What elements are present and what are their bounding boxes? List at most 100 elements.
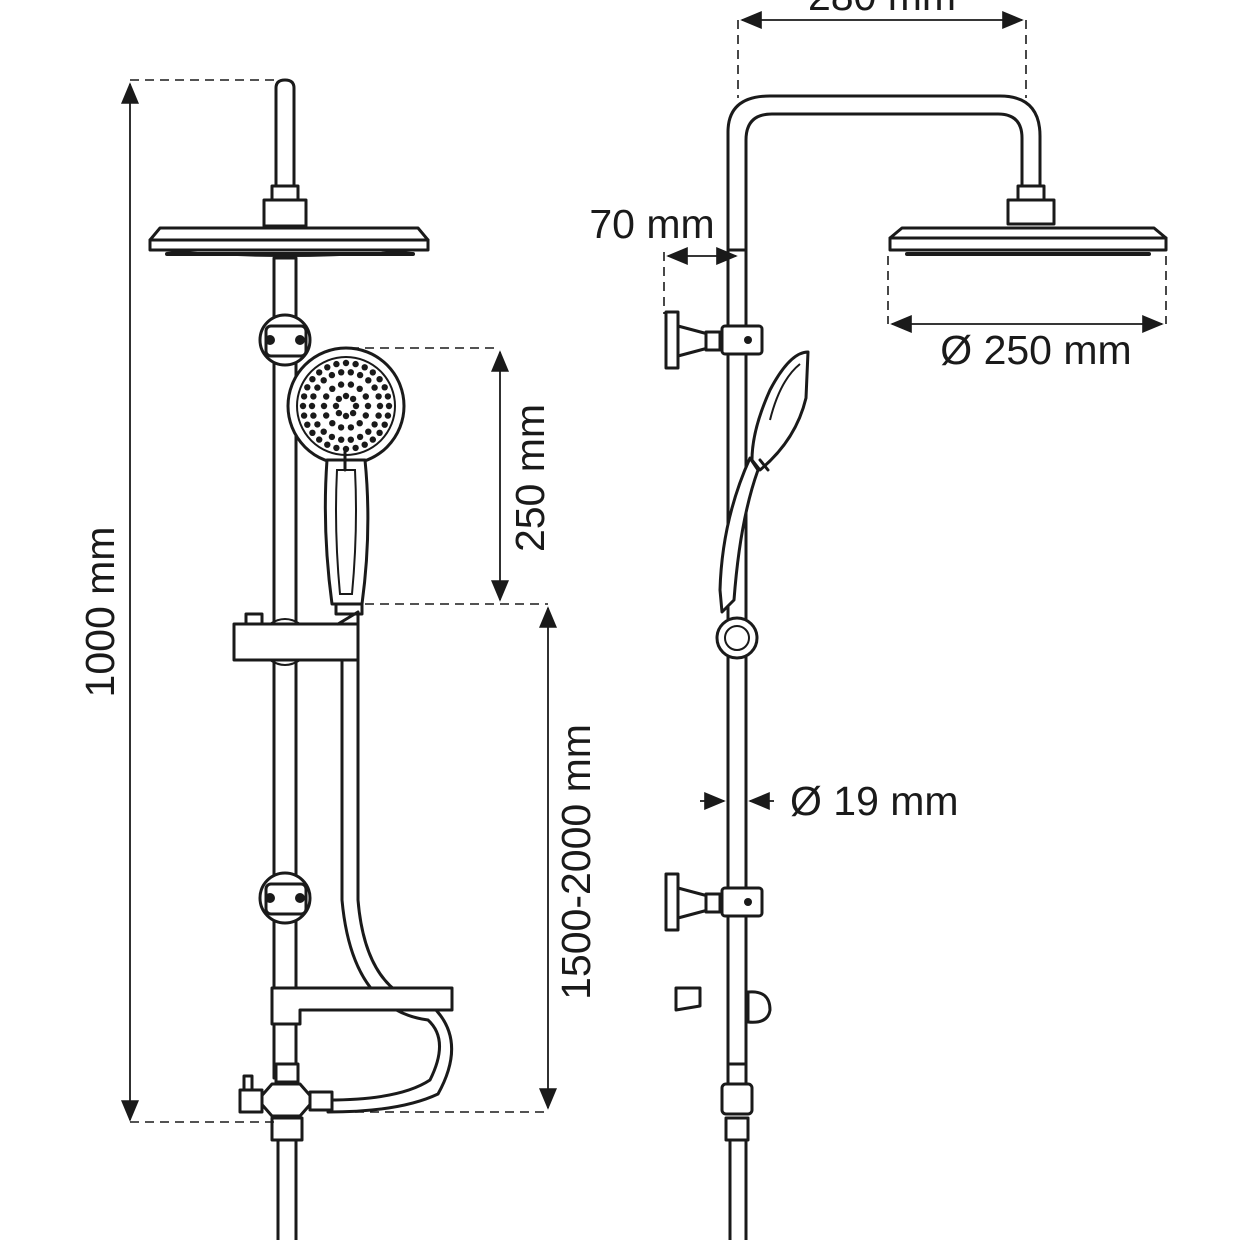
nozzle-dot: [338, 436, 345, 443]
nozzle-dot: [365, 428, 372, 435]
nozzle-dot: [320, 428, 327, 435]
nozzle-dot: [376, 402, 384, 410]
nozzle-dot: [316, 436, 323, 443]
nozzle-dot: [347, 436, 354, 443]
nozzle-dot: [300, 393, 308, 400]
side-view: [664, 94, 1168, 1240]
front-hand-shower-nozzles: [299, 359, 393, 453]
nozzle-dot: [362, 412, 369, 419]
nozzle-dot: [352, 360, 359, 368]
label-wall-offset: 70 mm: [589, 201, 714, 247]
front-view: [148, 78, 454, 1240]
front-slider: [232, 622, 360, 662]
nozzle-dot: [342, 359, 350, 367]
label-hand-shower-length: 250 mm: [507, 404, 553, 552]
side-rain-head: [888, 236, 1168, 252]
side-rail: [726, 248, 748, 1082]
nozzle-dot: [304, 421, 311, 428]
front-arm-nut: [270, 184, 300, 202]
nozzle-dot: [356, 371, 364, 379]
nozzle-dot: [347, 381, 355, 388]
nozzle-dot: [329, 420, 336, 427]
nozzle-dot: [342, 392, 350, 400]
nozzle-dot: [329, 385, 336, 392]
label-arm-reach: 280 mm: [808, 0, 956, 19]
nozzle-dot: [332, 402, 340, 410]
nozzle-dot: [320, 377, 327, 384]
side-upper-bracket: [664, 310, 764, 370]
nozzle-dot: [309, 429, 316, 436]
side-slider: [715, 616, 759, 660]
nozzle-dot: [324, 441, 331, 448]
nozzle-dot: [349, 395, 357, 403]
nozzle-dot: [323, 393, 330, 400]
nozzle-dot: [308, 402, 316, 410]
nozzle-dot: [299, 402, 307, 410]
nozzle-dot: [300, 412, 308, 419]
nozzle-dot: [381, 384, 388, 391]
front-dimensions: [121, 79, 557, 1123]
nozzle-dot: [328, 371, 336, 379]
label-head-diameter: Ø 250 mm: [940, 327, 1131, 373]
nozzle-dot: [333, 360, 340, 368]
nozzle-dot: [375, 393, 382, 400]
nozzle-dot: [310, 393, 317, 400]
nozzle-dot: [335, 395, 343, 403]
nozzle-dot: [323, 412, 330, 419]
side-hand-shower: [718, 350, 810, 614]
nozzle-dot: [361, 364, 368, 371]
nozzle-dot: [375, 412, 382, 419]
side-shelf: [674, 986, 702, 1012]
nozzle-dot: [361, 441, 368, 448]
nozzle-dot: [356, 420, 363, 427]
nozzle-dot: [376, 429, 383, 436]
nozzle-dot: [347, 424, 355, 431]
nozzle-dot: [314, 421, 321, 428]
nozzle-dot: [328, 433, 336, 441]
nozzle-dot: [362, 393, 369, 400]
nozzle-dot: [385, 402, 393, 410]
nozzle-dot: [304, 384, 311, 391]
nozzle-dot: [369, 369, 376, 376]
nozzle-dot: [337, 424, 345, 431]
nozzle-dot: [371, 384, 378, 391]
nozzle-dot: [324, 364, 331, 371]
nozzle-dot: [342, 445, 350, 453]
nozzle-dot: [381, 421, 388, 428]
nozzle-dot: [309, 376, 316, 383]
nozzle-dot: [333, 444, 340, 452]
front-shelf: [270, 986, 454, 1026]
nozzle-dot: [352, 402, 360, 410]
nozzle-dot: [338, 369, 345, 376]
nozzle-dot: [371, 421, 378, 428]
nozzle-dot: [364, 402, 372, 410]
nozzle-dot: [384, 393, 392, 400]
front-shower-arm: [274, 78, 296, 188]
nozzle-dot: [335, 409, 343, 417]
label-rail-diameter: Ø 19 mm: [790, 778, 959, 824]
side-diverter: [720, 1062, 754, 1142]
nozzle-dot: [365, 377, 372, 384]
nozzle-dot: [356, 433, 364, 441]
nozzle-dot: [376, 376, 383, 383]
nozzle-dot: [320, 402, 328, 410]
nozzle-dot: [316, 369, 323, 376]
nozzle-dot: [384, 412, 392, 419]
nozzle-dot: [369, 436, 376, 443]
nozzle-dot: [314, 384, 321, 391]
nozzle-dot: [310, 412, 317, 419]
side-shower-arm: [726, 94, 1042, 252]
nozzle-dot: [356, 385, 363, 392]
side-dimensions: [663, 10, 1167, 810]
nozzle-dot: [352, 444, 359, 452]
nozzle-dot: [337, 381, 345, 388]
front-hose: [326, 658, 441, 1102]
nozzle-dot: [349, 409, 357, 417]
side-lower-bracket: [664, 872, 764, 932]
nozzle-dot: [342, 412, 350, 420]
front-rain-head-nozzles: [165, 252, 415, 256]
label-overall-height: 1000 mm: [77, 527, 123, 698]
label-hose-length: 1500-2000 mm: [553, 724, 599, 1000]
nozzle-dot: [347, 369, 354, 376]
